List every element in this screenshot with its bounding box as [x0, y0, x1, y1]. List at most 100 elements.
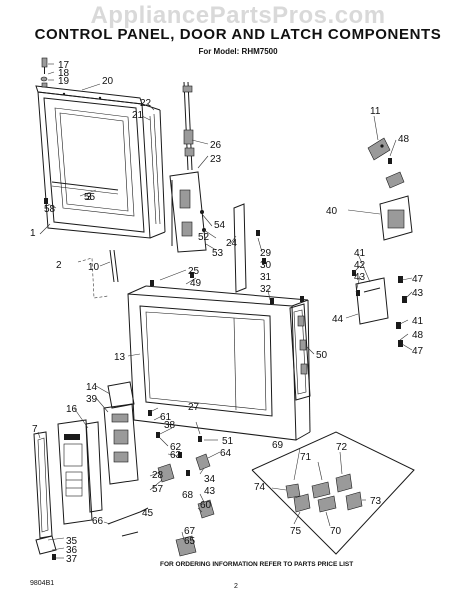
callout: 34: [204, 474, 216, 485]
callout: 2: [56, 260, 62, 271]
callout: 17: [58, 60, 70, 71]
callout: 75: [290, 526, 302, 537]
callout: 31: [260, 272, 272, 283]
callout: 67: [184, 526, 196, 537]
callout: 44: [332, 314, 344, 325]
control-board-39: [103, 403, 139, 485]
callout: 47: [412, 274, 424, 285]
small-screws-center: [148, 410, 202, 476]
switch-bracket-40: [379, 171, 413, 241]
keypad-panel: [57, 419, 93, 525]
callout: 70: [330, 526, 342, 537]
callout: 64: [220, 448, 232, 459]
callout: 41: [354, 248, 366, 259]
screw-58: [44, 198, 48, 204]
callout: 36: [66, 545, 78, 556]
callout: 28: [152, 470, 164, 481]
switch-11: [367, 137, 391, 161]
callout: 72: [336, 442, 348, 453]
callout: 48: [412, 330, 424, 341]
diagram-title: CONTROL PANEL, DOOR AND LATCH COMPONENTS: [34, 26, 442, 43]
callout: 53: [212, 248, 224, 259]
connector-inset: [251, 431, 415, 555]
callout: 21: [132, 110, 144, 121]
callout: 19: [58, 76, 70, 87]
document-code: 9804B1: [30, 580, 55, 587]
watermark: AppliancePartsPros.com: [90, 2, 386, 29]
callout: 52: [198, 232, 210, 243]
door-handle-7: [33, 431, 53, 539]
latch-lever-44: [352, 270, 389, 325]
callout-labels: 1 2 3 7 10 11 13 14 16 17 18 19 20 21 22…: [30, 60, 424, 565]
screw-48-top: [388, 158, 392, 164]
latch-plate-50: [289, 296, 311, 401]
callout: 25: [188, 266, 200, 277]
callout: 57: [152, 484, 164, 495]
handle-clip-35-37: [35, 535, 57, 560]
page-number: 2: [234, 583, 238, 590]
latch-rod-26: [182, 81, 195, 171]
callout: 7: [32, 424, 38, 435]
callout: 14: [86, 382, 98, 393]
callout: 22: [140, 98, 152, 109]
panel-bracket-16: [85, 421, 103, 513]
callout: 45: [142, 508, 154, 519]
hinge-bar: [233, 203, 247, 293]
switch-block-60-68: [157, 453, 215, 557]
callout: 61: [160, 412, 172, 423]
callout: 62: [170, 442, 182, 453]
callout: 26: [210, 140, 222, 151]
callout: 30: [260, 260, 272, 271]
callout: 20: [102, 76, 114, 87]
callout: 23: [210, 154, 222, 165]
callout: 49: [190, 278, 202, 289]
leader-lines: [37, 63, 413, 559]
screws-47-48: [396, 276, 407, 347]
callout: 63: [170, 450, 182, 461]
callout: 38: [164, 420, 176, 431]
ordering-note: FOR ORDERING INFORMATION REFER TO PARTS …: [160, 561, 354, 568]
callout: 50: [316, 350, 328, 361]
callout: 51: [222, 436, 234, 447]
callout: 71: [300, 452, 312, 463]
door-assembly: [35, 85, 166, 239]
model-subtitle: For Model: RHM7500: [198, 47, 278, 56]
callout: 10: [88, 262, 100, 273]
callout: 16: [66, 404, 78, 415]
callout: 43: [204, 486, 216, 497]
callout: 47: [412, 346, 424, 357]
callout: 13: [114, 352, 126, 363]
callout: 42: [354, 260, 366, 271]
screws-25-49: [150, 272, 194, 286]
callout: 3: [86, 192, 92, 203]
callout: 40: [326, 206, 338, 217]
screw-set-17-19: [40, 57, 48, 88]
callout: 35: [66, 536, 78, 547]
front-frame-13: [127, 285, 311, 441]
callout: 68: [182, 490, 194, 501]
latch-screws-29-32: [256, 230, 274, 304]
callout: 66: [92, 516, 104, 527]
callout: 24: [226, 238, 238, 249]
callout: 74: [254, 482, 266, 493]
callout: 37: [66, 554, 78, 565]
callout: 48: [398, 134, 410, 145]
callout: 60: [200, 500, 212, 511]
control-panel-overlay-14: [107, 381, 135, 409]
callout: 41: [412, 316, 424, 327]
callout: 29: [260, 248, 272, 259]
callout: 58: [44, 204, 56, 215]
callout: 18: [58, 68, 70, 79]
callout: 43: [354, 272, 366, 283]
callout: 54: [214, 220, 226, 231]
callout: 11: [370, 106, 381, 117]
callout: 69: [272, 440, 284, 451]
callout: 27: [188, 402, 200, 413]
callout: 1: [30, 228, 36, 239]
callout: 32: [260, 284, 272, 295]
callout: 55: [84, 192, 96, 203]
bracket-10: [109, 249, 119, 283]
callout: 73: [370, 496, 382, 507]
callout: 65: [184, 536, 196, 547]
